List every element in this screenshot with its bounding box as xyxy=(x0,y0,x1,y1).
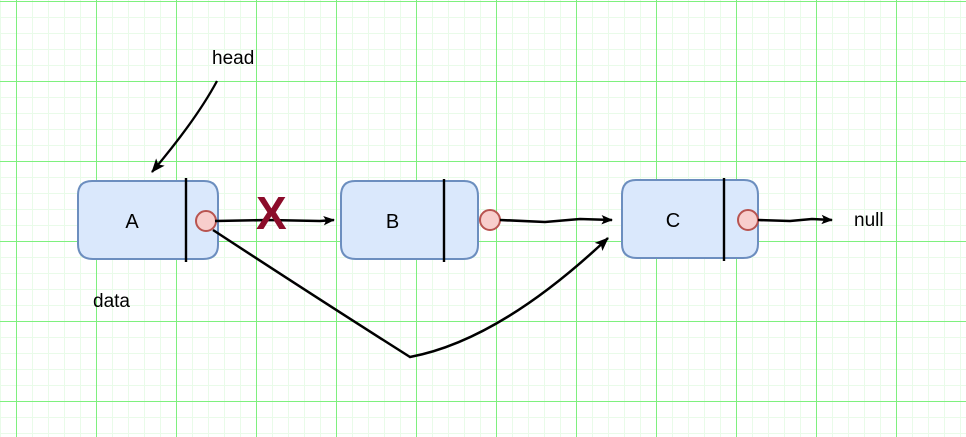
node-a-box xyxy=(77,180,219,260)
node-a[interactable] xyxy=(77,178,219,262)
head-pointer-arrow[interactable] xyxy=(151,80,219,173)
data-label: data xyxy=(93,291,130,312)
node-b[interactable] xyxy=(340,179,501,262)
node-a-pointer-circle[interactable] xyxy=(195,210,217,232)
node-b-label: B xyxy=(385,211,400,233)
node-c-label: C xyxy=(665,210,681,232)
c-to-null-arrow[interactable] xyxy=(757,214,833,225)
node-b-pointer-circle[interactable] xyxy=(479,209,501,231)
link-cut-cross-icon: X xyxy=(256,187,287,239)
b-to-c-arrow[interactable] xyxy=(499,214,613,225)
node-c[interactable] xyxy=(621,178,759,261)
a-to-b-arrow[interactable] xyxy=(214,216,335,226)
head-label: head xyxy=(212,48,255,69)
a-to-c-bypass-arrow[interactable] xyxy=(212,228,609,359)
null-label: null xyxy=(854,210,884,231)
node-c-pointer-circle[interactable] xyxy=(737,209,759,231)
node-a-label: A xyxy=(125,211,139,233)
